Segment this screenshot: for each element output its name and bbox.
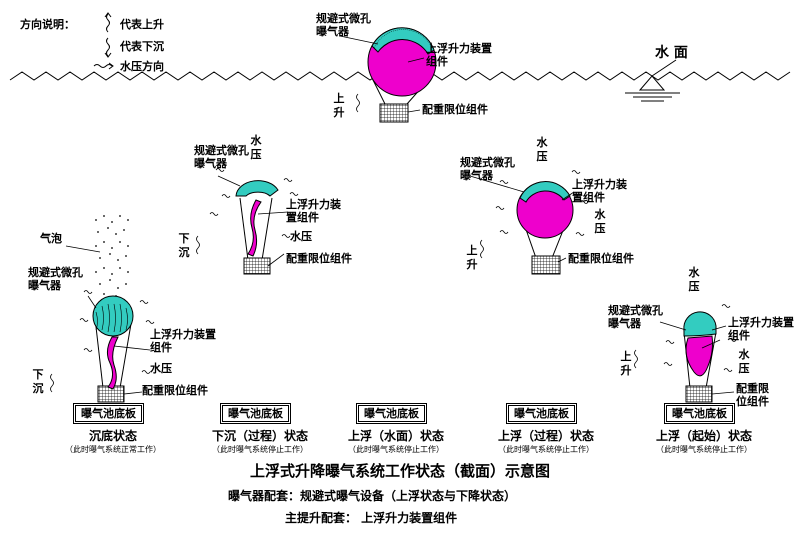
footer-line-2: 主提升配套： 上浮升力装置组件 bbox=[285, 511, 458, 525]
state-note: （此时曝气系统停止工作） bbox=[212, 445, 308, 454]
pool-base-label: 曝气池底板 bbox=[508, 405, 575, 422]
weight-block-icon bbox=[243, 257, 271, 275]
lift-device-label: 上浮升力装置组件 bbox=[572, 178, 627, 204]
weight-block-icon bbox=[379, 103, 409, 123]
weight-label: 配重限位组件 bbox=[422, 103, 488, 116]
aerator-label: 规避式微孔曝气器 bbox=[28, 266, 83, 292]
magenta-deflated-bag bbox=[106, 336, 119, 390]
lift-device-label: 上浮升力装置组件 bbox=[286, 198, 341, 224]
legend-rise-icon bbox=[104, 12, 112, 33]
weight-label: 配重限位组件 bbox=[142, 384, 208, 397]
weight-label: 配重限位组件 bbox=[736, 382, 769, 408]
unit-surface bbox=[367, 27, 437, 123]
pool-base-label: 曝气池底板 bbox=[666, 405, 733, 422]
state-name: 下沉（过程）状态 bbox=[211, 429, 309, 443]
state-note: （此时曝气系统停止工作） bbox=[348, 445, 444, 454]
state-name: 沉底状态 bbox=[88, 429, 138, 443]
magenta-half-inflated-bag bbox=[685, 335, 713, 377]
bubbles-label: 气泡 bbox=[40, 232, 62, 245]
pool-base-label: 曝气池底板 bbox=[75, 405, 142, 422]
water-pressure-label: 水压 bbox=[688, 266, 700, 293]
weight-label: 配重限位组件 bbox=[286, 252, 352, 265]
water-pressure-label: 水压 bbox=[536, 136, 548, 163]
lift-device-label: 上浮升力装置组件 bbox=[728, 316, 794, 342]
aerator-label: 规避式微孔曝气器 bbox=[194, 144, 249, 170]
weight-label: 配重限位组件 bbox=[568, 252, 634, 265]
pool-base-label: 曝气池底板 bbox=[222, 405, 289, 422]
unit-rising bbox=[516, 181, 574, 275]
aerator-label: 规避式微孔曝气器 bbox=[460, 156, 515, 182]
state-note: （此时曝气系统正常工作） bbox=[65, 445, 161, 454]
legend-rise-label: 代表上升 bbox=[120, 18, 164, 31]
water-pressure-label: 水压 bbox=[738, 348, 750, 375]
legend-pressure-icon bbox=[93, 62, 114, 70]
unit-sinking bbox=[235, 180, 279, 275]
water-pressure-label: 水压 bbox=[290, 230, 312, 243]
aerator-label: 规避式微孔曝气器 bbox=[316, 12, 371, 38]
cyan-aerator-dome bbox=[519, 181, 571, 203]
water-level-symbol bbox=[625, 75, 680, 102]
water-pressure-label: 水压 bbox=[150, 362, 172, 375]
water-pressure-arrows bbox=[79, 168, 737, 374]
water-surface-label: 水 面 bbox=[655, 45, 688, 61]
cyan-aerator-dome bbox=[235, 180, 279, 197]
state-note: （此时曝气系统停止工作） bbox=[498, 445, 594, 454]
legend-sink-icon bbox=[104, 37, 112, 58]
aerator-label: 规避式微孔曝气器 bbox=[608, 304, 663, 330]
legend-sink-label: 代表下沉 bbox=[120, 40, 164, 53]
state-name: 上浮（起始）状态 bbox=[655, 429, 753, 443]
weight-block-icon bbox=[531, 255, 561, 275]
diagram-title: 上浮式升降曝气系统工作状态（截面）示意图 bbox=[249, 462, 551, 480]
bubbles-icon bbox=[95, 215, 129, 297]
lift-device-label: 上浮升力装置组件 bbox=[426, 42, 492, 68]
unit-rising-start bbox=[683, 311, 717, 403]
state-note: （此时曝气系统停止工作） bbox=[656, 445, 752, 454]
weight-block-icon bbox=[685, 385, 713, 403]
legend-title: 方向说明： bbox=[20, 18, 75, 31]
pool-base-label: 曝气池底板 bbox=[358, 405, 425, 422]
water-pressure-label: 水压 bbox=[594, 208, 606, 235]
lift-device-label: 上浮升力装置组件 bbox=[150, 328, 216, 354]
sink-label: 下沉 bbox=[178, 232, 190, 259]
sink-label: 下沉 bbox=[32, 368, 44, 395]
rise-label: 上升 bbox=[333, 92, 345, 119]
cyan-aerator-ball bbox=[92, 295, 134, 337]
rise-label: 上升 bbox=[620, 350, 632, 377]
state-name: 上浮（过程）状态 bbox=[497, 429, 595, 443]
footer-line-1: 曝气器配套：规避式曝气设备（上浮状态与下降状态） bbox=[228, 489, 517, 503]
unit-bottom bbox=[92, 215, 134, 403]
rise-label: 上升 bbox=[466, 244, 478, 271]
cyan-aerator-dome bbox=[371, 27, 435, 55]
magenta-deflated-bag bbox=[247, 199, 262, 257]
legend-pressure-label: 水压方向 bbox=[120, 60, 164, 73]
water-pressure-label: 水压 bbox=[250, 134, 262, 161]
state-name: 上浮（水面）状态 bbox=[347, 429, 445, 443]
